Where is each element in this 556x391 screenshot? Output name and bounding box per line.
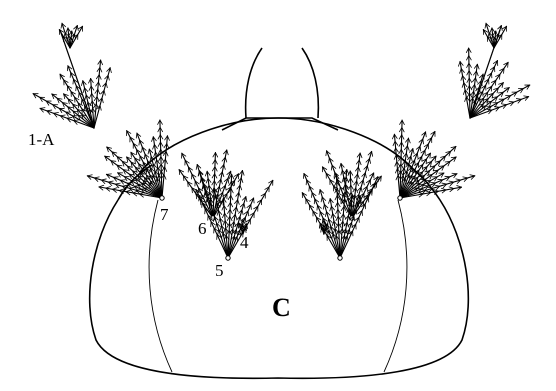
label-c: C [272,293,291,322]
seta-tufts [33,23,530,260]
seta-7-right-alveolus [398,196,402,200]
seta-1a-left-shaft [60,30,94,128]
inner-line-right [384,200,407,372]
label-6: 6 [198,219,207,238]
label-1a: 1-A [28,130,55,149]
label-5: 5 [215,261,224,280]
dorsal-arc [140,118,416,172]
label-4: 4 [240,233,249,252]
caudal-seta-left [246,48,262,118]
central-plate [222,118,338,130]
seta-6-right-branch [352,151,372,218]
seta-5-right-alveolus [338,256,342,260]
seta-7-left-alveolus [160,196,164,200]
caudal-seta-right [302,48,318,118]
inner-line-left [149,200,172,372]
seta-1a-right-branch [469,48,470,118]
seta-6-left-branch [182,153,213,218]
segment-outline [90,170,469,378]
label-7: 7 [160,205,169,224]
seta-5-left-alveolus [226,256,230,260]
